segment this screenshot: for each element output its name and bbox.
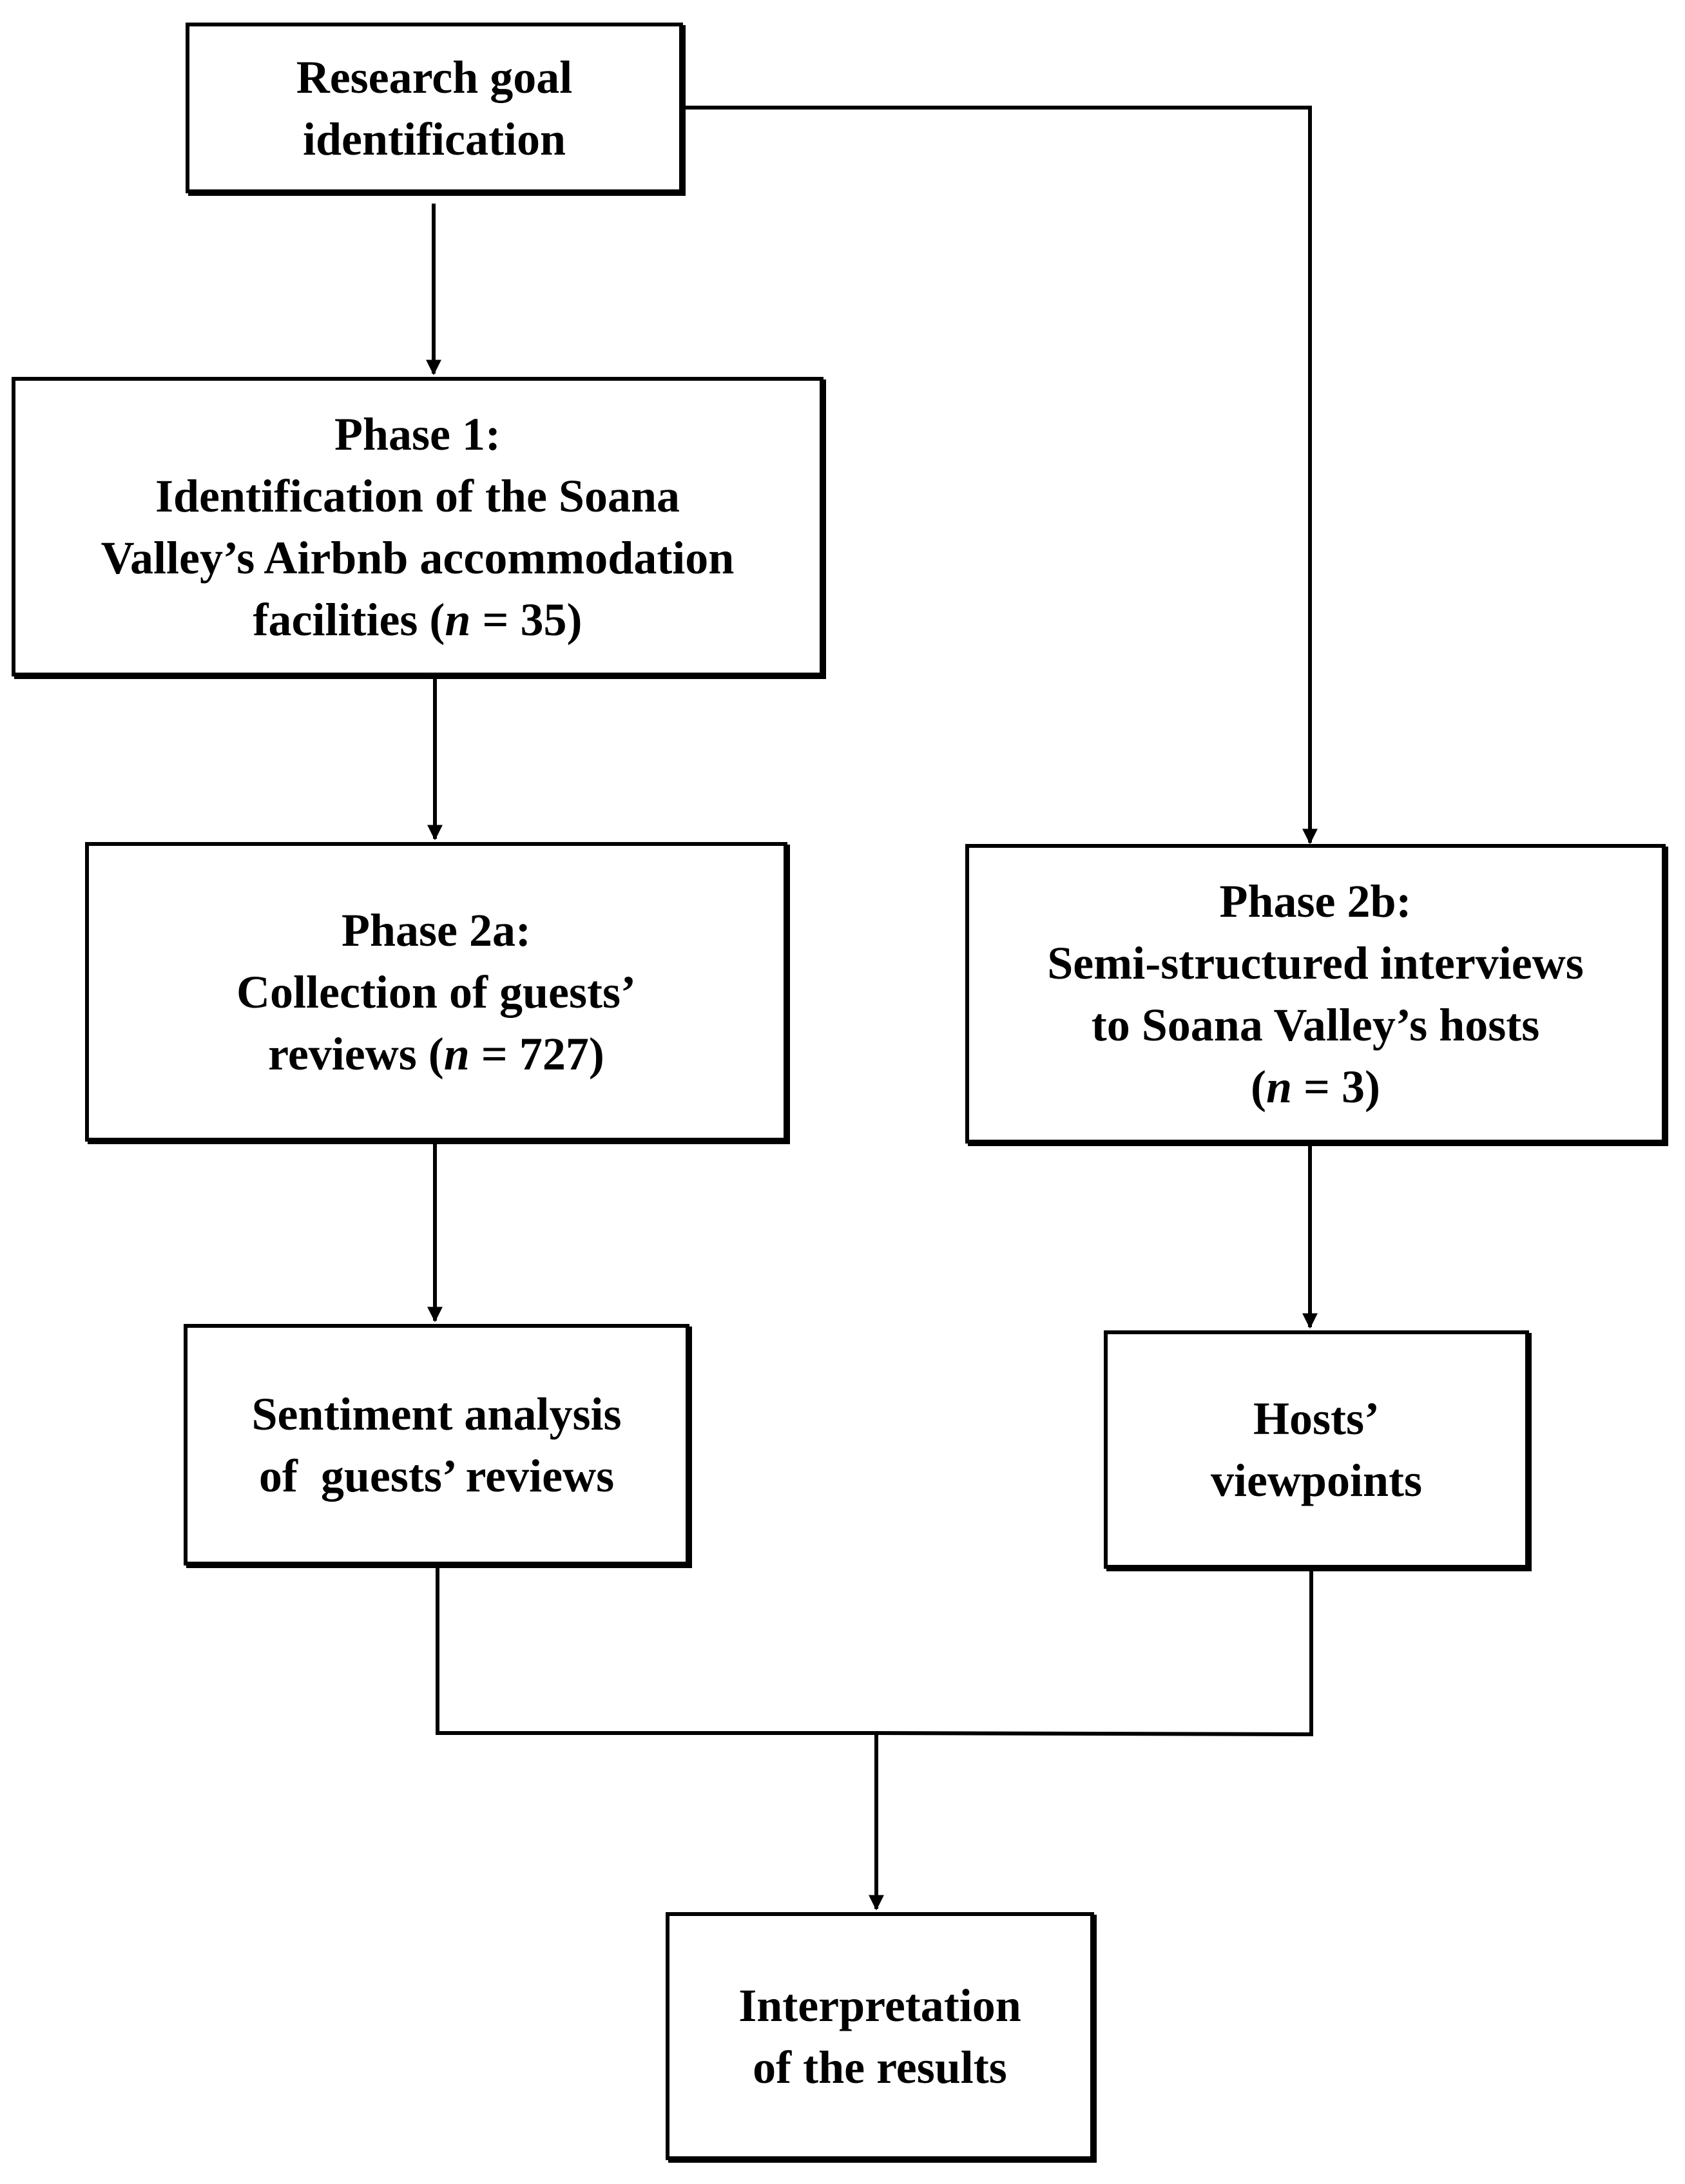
phase1-count-line: facilities (n = 35): [101, 589, 735, 651]
research-goal-line-2: identification: [303, 113, 566, 165]
phase1-n-symbol: n: [445, 593, 471, 646]
interpretation-node: Interpretation of the results: [666, 1912, 1094, 2160]
phase2b-n-symbol: n: [1266, 1060, 1292, 1113]
phase2a-heading: Phase 2a:: [342, 904, 531, 956]
phase1-line-2: Valley’s Airbnb accommodation: [101, 532, 735, 584]
phase2b-line-1: Semi-structured interviews: [1047, 937, 1584, 989]
hosts-viewpoints-node: Hosts’ viewpoints: [1104, 1330, 1529, 1569]
phase1-node: Phase 1: Identification of the Soana Val…: [12, 377, 823, 676]
phase1-line-1: Identification of the Soana: [155, 470, 680, 522]
hosts-line-1: Hosts’: [1253, 1393, 1380, 1444]
phase2a-line-1: Collection of guests’: [236, 966, 636, 1018]
phase2b-count-line: (n = 3): [1047, 1056, 1584, 1118]
edge-sentiment-to-junction: [436, 1566, 873, 1735]
phase1-heading: Phase 1:: [334, 408, 501, 460]
sentiment-line-1: Sentiment analysis: [251, 1388, 622, 1440]
phase2b-node: Phase 2b: Semi-structured interviews to …: [965, 844, 1666, 1144]
phase2b-count-prefix: (: [1250, 1060, 1266, 1113]
phase2a-count-line: reviews (n = 727): [236, 1023, 636, 1085]
edge-research-goal-to-phase2b: [683, 106, 1318, 845]
edge-hosts-to-junction: [872, 1566, 1313, 1737]
phase1-count-prefix: facilities (: [253, 593, 445, 646]
phase2b-count-suffix: = 3): [1292, 1060, 1381, 1113]
phase2a-count-prefix: reviews (: [268, 1028, 444, 1080]
phase2a-node: Phase 2a: Collection of guests’ reviews …: [85, 842, 787, 1142]
sentiment-line-2: of guests’ reviews: [258, 1450, 615, 1502]
phase2b-heading: Phase 2b:: [1219, 875, 1412, 927]
interpretation-line-2: of the results: [753, 2041, 1007, 2093]
phase2a-count-suffix: = 727): [469, 1028, 604, 1080]
sentiment-analysis-node: Sentiment analysis of guests’ reviews: [184, 1324, 689, 1566]
research-goal-line-1: Research goal: [296, 51, 573, 103]
hosts-line-2: viewpoints: [1210, 1455, 1423, 1506]
phase1-count-suffix: = 35): [470, 593, 583, 646]
phase2b-line-2: to Soana Valley’s hosts: [1091, 999, 1540, 1051]
phase2a-n-symbol: n: [443, 1028, 470, 1080]
interpretation-line-1: Interpretation: [738, 1979, 1021, 2031]
research-goal-node: Research goal identification: [186, 23, 683, 193]
